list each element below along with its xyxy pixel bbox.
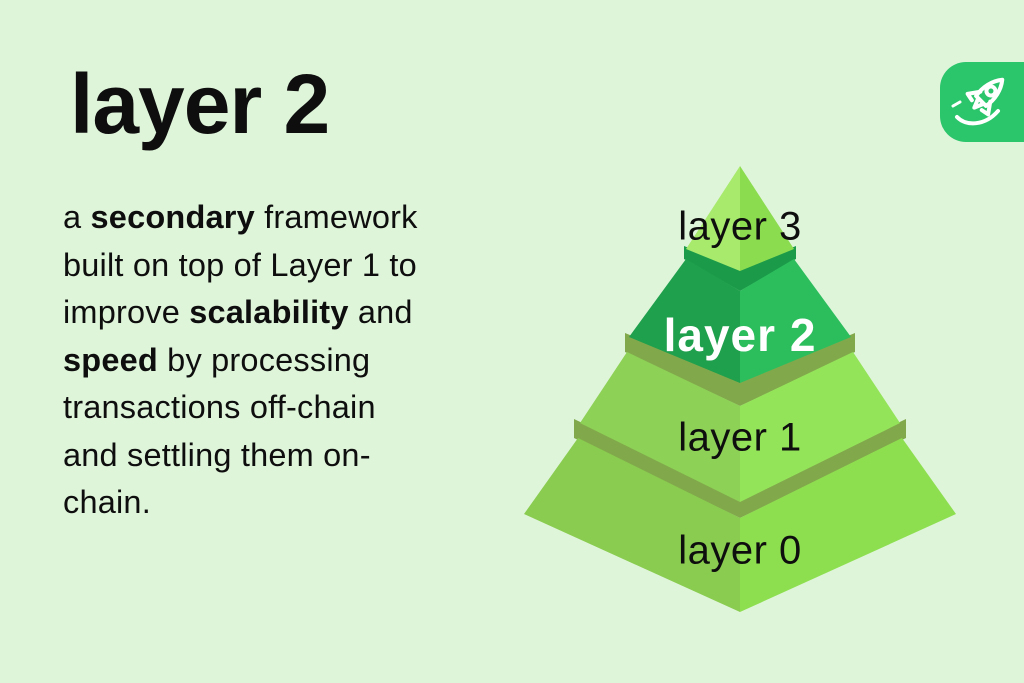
layer-0-right-face xyxy=(740,438,956,612)
pyramid-label-layer-0: layer 0 xyxy=(678,528,802,573)
pyramid-label-layer-2: layer 2 xyxy=(663,309,817,361)
rocket-icon xyxy=(951,77,1005,126)
pyramid-label-layer-1: layer 1 xyxy=(678,415,802,460)
layer-3-right-face xyxy=(740,166,794,271)
layer-2-left-face xyxy=(629,259,740,383)
layer-1-left-face xyxy=(580,352,740,502)
layer-0-left-face xyxy=(524,438,740,612)
brand-badge xyxy=(940,62,1024,142)
layer-2-right-face xyxy=(740,259,851,383)
layer-3-left-face xyxy=(686,166,740,271)
layer-1-right-face xyxy=(740,352,900,502)
pyramid-label-layer-3: layer 3 xyxy=(678,204,802,249)
page-title: layer 2 xyxy=(70,57,330,151)
layer-1-top-face xyxy=(625,333,855,406)
